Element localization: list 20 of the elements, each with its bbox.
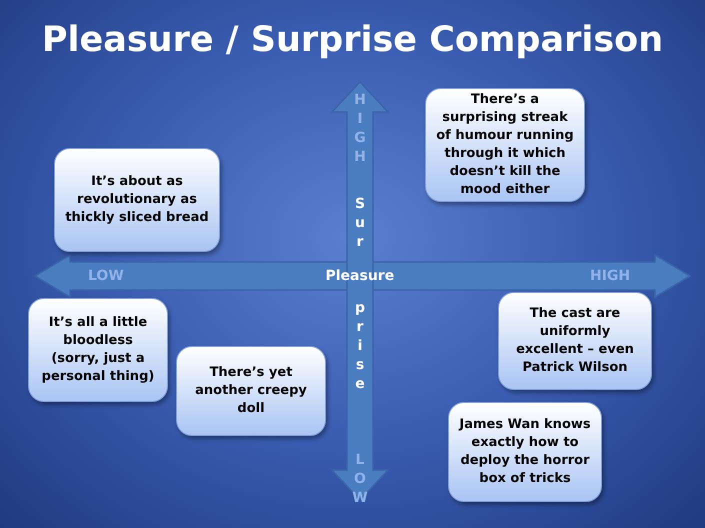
comment-text: There’s a surprising streak of humour running through it which doesn’t kill the mood either (435, 91, 575, 199)
comment-text: James Wan knows exactly how to deploy the horror box of tricks (458, 416, 592, 488)
axis-title: Sur (352, 196, 368, 253)
comment-box (28, 298, 168, 402)
axis-end-label: HIGH (590, 268, 630, 284)
axis-end-label: LOW (88, 268, 124, 284)
axis-title: prise (352, 300, 368, 395)
comment-text: It’s about as revolutionary as thickly sliced bread (64, 173, 210, 227)
comment-text: It’s all a little bloodless (sorry, just a personal thing) (40, 314, 156, 386)
comment-box (176, 346, 326, 436)
axis-title: Pleasure (326, 268, 394, 284)
comment-box (448, 402, 602, 502)
comment-box (54, 148, 220, 252)
comment-text: The cast are uniformly excellent – even Patrick Wilson (515, 305, 635, 377)
slide-title: Pleasure / Surprise Comparison (40, 20, 664, 60)
comment-text: There’s yet another creepy doll (194, 364, 308, 418)
axis-end-label: LOW (352, 452, 368, 509)
comment-box (425, 88, 585, 202)
comment-box (498, 292, 652, 390)
axis-end-label: HIGH (352, 92, 368, 168)
